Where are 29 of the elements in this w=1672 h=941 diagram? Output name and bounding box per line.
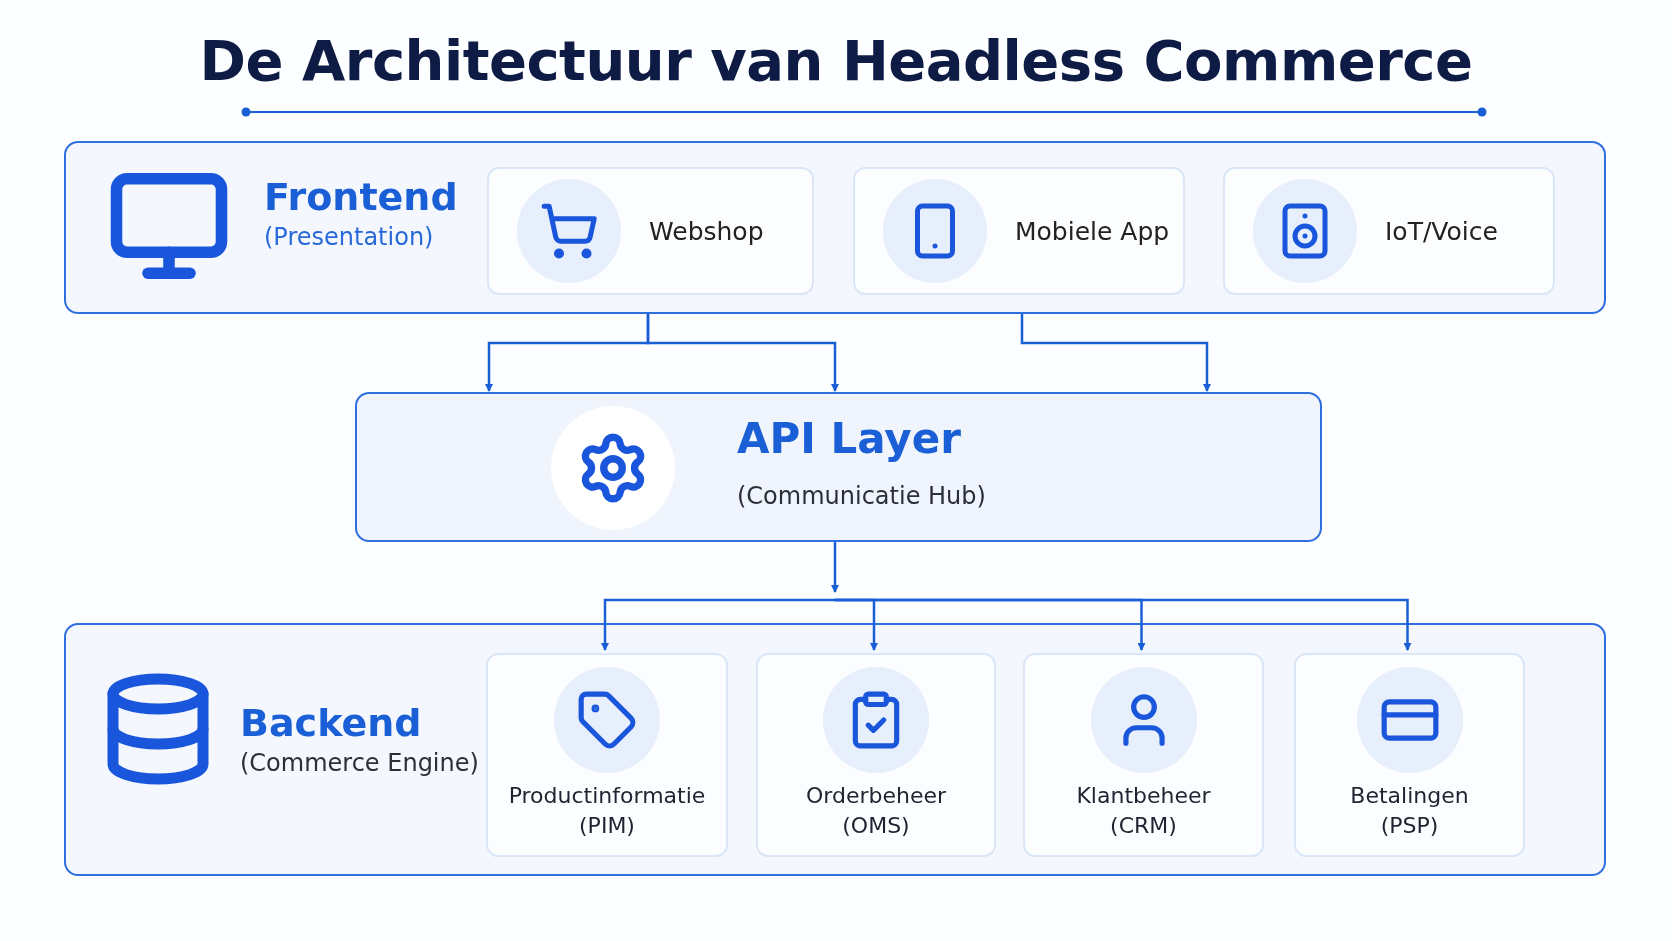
panel-heading: Backend (240, 701, 422, 745)
channel-card (853, 167, 1185, 295)
service-card (1023, 653, 1264, 857)
channel-label: Webshop (649, 216, 764, 246)
hub-heading: API Layer (737, 414, 961, 463)
service-label: Betalingen (PSP) (1350, 782, 1469, 840)
arrow (831, 542, 839, 593)
service-card (486, 653, 728, 857)
service-label: Productinformatie (PIM) (508, 782, 706, 840)
panel-subtitle: (Commerce Engine) (240, 749, 479, 777)
service-label: Klantbeheer (CRM) (1076, 782, 1211, 840)
arrow (646, 314, 839, 392)
panel-heading: Frontend (264, 175, 458, 219)
channel-label: Mobiele App (1015, 216, 1170, 246)
backend-panel (64, 623, 1606, 876)
service-card (1294, 653, 1525, 857)
arrow (601, 598, 835, 651)
service-label: Orderbeheer (OMS) (805, 782, 947, 840)
channel-label: IoT/Voice (1385, 216, 1498, 246)
channel-card (1223, 167, 1555, 295)
arrow (1020, 314, 1211, 392)
hub-subtitle: (Communicatie Hub) (737, 482, 986, 510)
channel-card (487, 167, 814, 295)
service-card (756, 653, 996, 857)
frontend-panel (64, 141, 1606, 314)
diagram-title: De Architectuur van Headless Commerce (198, 28, 1474, 93)
panel-subtitle: (Presentation) (264, 223, 434, 251)
api-layer-box (355, 392, 1322, 542)
arrow (835, 598, 1412, 651)
